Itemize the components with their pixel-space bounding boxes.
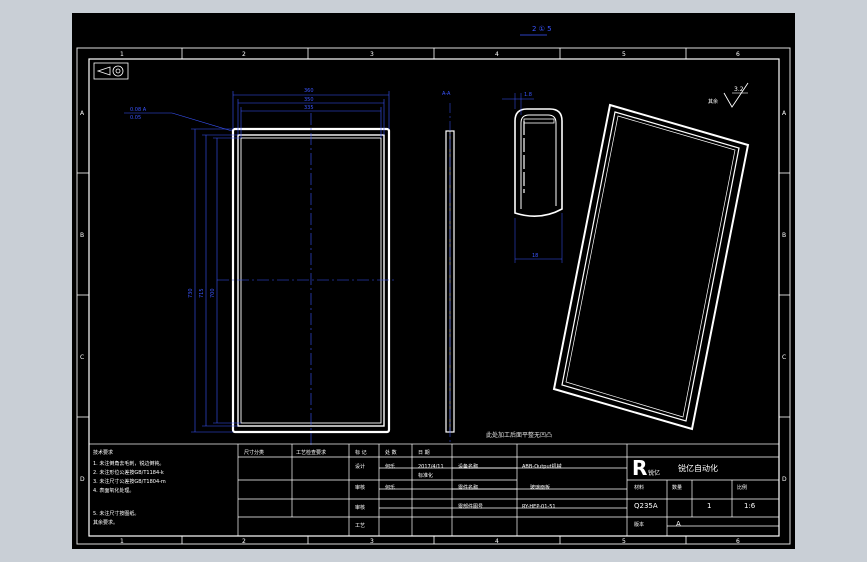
company-logo-sub: 锐亿 [648,469,660,477]
col-label-6: 6 [736,51,740,58]
front-view [217,113,397,445]
col-label-5: 5 [622,51,626,58]
outer-frame [76,47,791,545]
top-label: 2 ① 5 [532,25,552,33]
col-label-b2: 2 [242,538,246,545]
tb-date: 日 期 [418,450,430,456]
side-view: A-A [442,91,455,443]
tech-req-title: 技术要求 [93,449,113,456]
col-label-1: 1 [120,51,124,58]
dim-height-inner: 700 [210,288,216,298]
tb-version: A [676,520,681,528]
col-label-b5: 5 [622,538,626,545]
tb-part-label: 零件名称 [458,484,478,491]
projection-symbol-icon [93,62,129,80]
tb-scale-label: 比例 [737,484,747,491]
tb-material: Q235A [634,502,658,510]
surface-finish-icon [723,82,749,108]
surface-finish-note: 其余 [708,98,718,105]
tb-process: 工艺检查要求 [296,449,326,456]
tb-part-value: 玻璃面板 [530,484,550,491]
row-label-rc: C [782,354,786,361]
dim-width-inner: 335 [304,105,314,111]
col-label-3: 3 [370,51,374,58]
tb-project-value: ABB-Output机械 [522,463,562,470]
dim-width-mid: 350 [304,97,314,103]
col-label-4: 4 [495,51,499,58]
height-dimensions [191,128,241,433]
drawing-sheet: 2 ① 5 1 2 3 4 5 6 1 2 3 4 5 6 A B C D A … [72,13,795,549]
dim-height-mid: 715 [199,288,205,298]
row-label-rb: B [782,232,786,239]
width-dimensions [232,91,390,138]
tb-drawing-no-label: 零部件图号 [458,503,483,510]
dim-section-bottom: 18 [532,253,538,259]
col-label-b1: 1 [120,538,124,545]
tb-mark: 标 记 [355,449,367,456]
company-logo: R [632,456,647,480]
row-label-c: C [80,354,84,361]
tb-material-label: 材料 [634,484,644,491]
tb-scale: 1:6 [744,502,756,510]
row-label-b: B [80,232,84,239]
tech-req-item: 4. 表面氧化处理。 [93,487,134,494]
tb-row-craft: 工艺 [355,523,365,529]
bottom-note: 此处加工后面平整无凹凸 [486,431,552,439]
tb-designer: 何乐 [385,463,395,470]
tech-req-item: 5. 未注尺寸按图纸。 [93,510,139,517]
dim-width-outer: 360 [304,88,314,94]
svg-text:0.05: 0.05 [130,115,141,121]
tb-qty: 1 [707,502,711,510]
tech-requirements: 技术要求 1. 未注倒角去毛刺，锐边倒钝。 2. 未注形位公差按GB/T1184… [93,449,166,526]
drawing-canvas: 2 ① 5 1 2 3 4 5 6 1 2 3 4 5 6 A B C D A … [76,25,791,545]
tb-checker: 何乐 [385,484,395,491]
row-label-ra: A [782,110,787,117]
col-label-b4: 4 [495,538,499,545]
tb-version-label: 版本 [634,521,644,528]
col-label-b6: 6 [736,538,740,545]
col-label-b3: 3 [370,538,374,545]
dim-height-outer: 730 [188,288,194,298]
tb-design-date: 2017/4/11 [418,464,444,470]
tb-row-design: 设计 [355,463,365,470]
section-label: A-A [442,91,451,97]
tb-project-label: 设备名称 [458,463,478,470]
row-label-a: A [80,110,85,117]
tech-req-item: 1. 未注倒角去毛刺，锐边倒钝。 [93,460,164,467]
tb-drawing-no: RY-HEP-01-51 [522,504,556,510]
dim-section-top: 1.8 [524,92,532,98]
col-label-2: 2 [242,51,246,58]
tb-row-std: 标准化 [418,472,433,479]
row-label-rd: D [782,476,787,483]
tb-row-approve: 审核 [355,504,365,511]
surface-finish-value: 3.2 [734,86,744,93]
tech-req-item: 3. 未注尺寸公差按GB/T1804-m [93,478,166,485]
tech-req-item: 2. 未注形位公差按GB/T1184-k [93,469,164,476]
section-detail-view [502,93,563,263]
title-block [88,443,780,537]
isometric-view [552,103,750,431]
tb-row-check: 审核 [355,484,365,491]
tech-req-item: 其余要求。 [93,519,118,526]
company-name: 锐亿自动化 [678,463,718,473]
svg-text:0.08 A: 0.08 A [130,107,147,113]
tolerance-callout: 0.08 A 0.05 [124,107,233,132]
tb-size-mark: 尺寸分类 [244,449,264,456]
row-label-d: D [80,476,85,483]
tb-count: 处 数 [385,449,397,456]
tb-qty-label: 数量 [672,484,682,491]
